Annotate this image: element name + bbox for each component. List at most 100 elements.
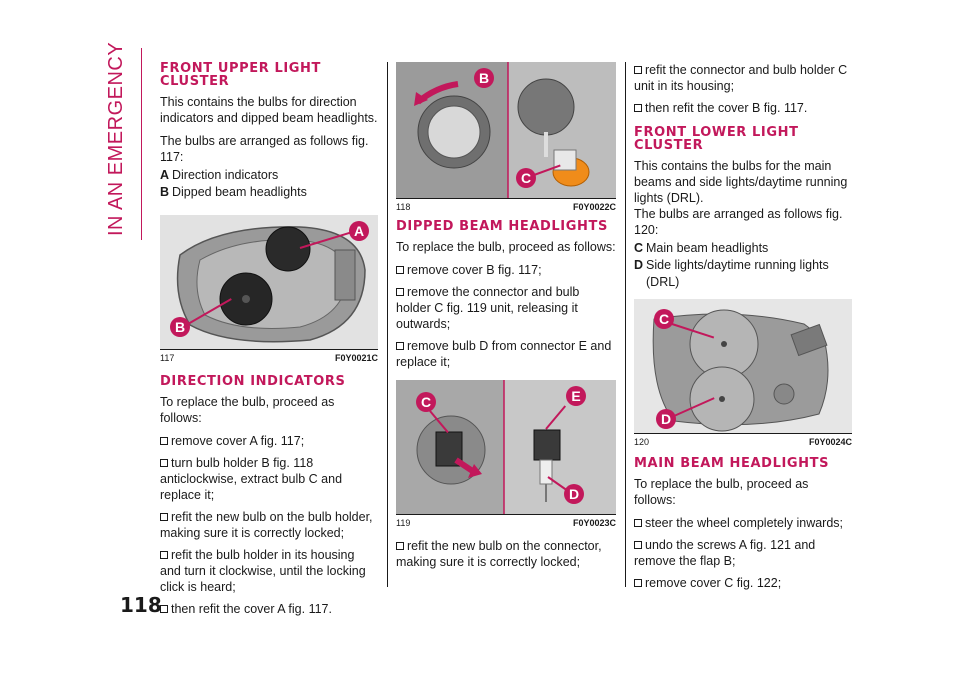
column-3: refit the connector and bulb holder C un…: [634, 62, 852, 597]
legend-text: Side lights/daytime running lights (DRL): [646, 258, 829, 289]
paragraph: To replace the bulb, proceed as follows:: [634, 477, 809, 507]
figure-caption: 120 F0Y0024C: [634, 433, 852, 447]
figure-119: C E D 119 F0Y0023C: [396, 380, 616, 528]
bullet-item: steer the wheel completely inwards;: [634, 515, 852, 531]
figure-119-image: C E D: [396, 380, 616, 514]
legend-key: C: [634, 241, 644, 255]
checkbox-bullet-icon: [160, 437, 168, 445]
bullet-item: then refit the cover B fig. 117.: [634, 100, 852, 116]
callout-label: C: [516, 168, 536, 188]
callout-label: B: [474, 68, 494, 88]
figure-number: 117: [160, 353, 175, 363]
figure-117: A B 117 F0Y0021C: [160, 215, 378, 363]
callout-label: E: [566, 386, 586, 406]
paragraph: To replace the bulb, proceed as follows:: [396, 240, 616, 254]
figure-code: F0Y0022C: [572, 202, 616, 212]
side-tab-rule: [141, 48, 142, 240]
connector-illustration: [396, 380, 616, 514]
heading-direction-indicators: DIRECTION INDICATORS: [160, 374, 346, 389]
figure-118: B C 118 F0Y0022C: [396, 62, 616, 212]
bullet-item: refit the new bulb on the connector, mak…: [396, 538, 616, 570]
callout-label: C: [416, 392, 436, 412]
legend-text: Main beam headlights: [646, 241, 769, 255]
figure-caption: 119 F0Y0023C: [396, 514, 616, 528]
bullet-item: remove the connector and bulb holder C f…: [396, 284, 616, 332]
figure-120: C D 120 F0Y0024C: [634, 299, 852, 447]
bullet-text: steer the wheel completely inwards;: [645, 516, 844, 530]
legend-key: D: [634, 258, 644, 272]
heading-front-upper-light-cluster: FRONT UPPER LIGHT CLUSTER: [160, 61, 321, 89]
figure-117-image: A B: [160, 215, 378, 349]
figure-number: 118: [396, 202, 411, 212]
heading-dipped-beam-headlights: DIPPED BEAM HEADLIGHTS: [396, 219, 608, 234]
paragraph: The bulbs are arranged as follows fig. 1…: [634, 207, 843, 237]
heading-main-beam-headlights: MAIN BEAM HEADLIGHTS: [634, 456, 830, 471]
checkbox-bullet-icon: [160, 551, 168, 559]
bullet-item: remove cover B fig. 117;: [396, 262, 616, 278]
paragraph: The bulbs are arranged as follows fig. 1…: [160, 134, 369, 164]
callout-label: D: [656, 409, 676, 429]
legend-text: Direction indicators: [172, 168, 279, 182]
callout-label: D: [564, 484, 584, 504]
figure-number: 120: [634, 437, 650, 447]
bullet-text: then refit the cover B fig. 117.: [645, 101, 808, 115]
page-number: 118: [120, 593, 162, 617]
checkbox-bullet-icon: [634, 541, 642, 549]
column-2: B C 118 F0Y0022C DIPPED BEAM HEADLIGHTS …: [396, 62, 616, 576]
headlamp-illustration: [160, 215, 378, 349]
bullet-item: undo the screws A fig. 121 and remove th…: [634, 537, 852, 569]
checkbox-bullet-icon: [160, 605, 168, 613]
bullet-item: refit the bulb holder in its housing and…: [160, 547, 378, 595]
column-1: FRONT UPPER LIGHT CLUSTER This contains …: [160, 62, 378, 623]
callout-label: C: [654, 309, 674, 329]
checkbox-bullet-icon: [160, 459, 168, 467]
figure-120-image: C D: [634, 299, 852, 433]
legend-text: Dipped beam headlights: [172, 185, 307, 199]
figure-caption: 117 F0Y0021C: [160, 349, 378, 363]
bullet-text: refit the new bulb on the bulb holder, m…: [160, 510, 373, 540]
bullet-item: remove bulb D from connector E and repla…: [396, 338, 616, 370]
figure-code: F0Y0023C: [572, 518, 616, 528]
checkbox-bullet-icon: [634, 519, 642, 527]
bullet-item: then refit the cover A fig. 117.: [160, 601, 378, 617]
bullet-text: undo the screws A fig. 121 and remove th…: [634, 538, 816, 568]
figure-caption: 118 F0Y0022C: [396, 198, 616, 212]
section-title-vertical: IN AN EMERGENCY: [105, 41, 127, 236]
bullet-text: remove bulb D from connector E and repla…: [396, 339, 612, 369]
bullet-text: remove cover B fig. 117;: [407, 263, 542, 277]
bullet-text: then refit the cover A fig. 117.: [171, 602, 332, 616]
callout-label: A: [349, 221, 369, 241]
checkbox-bullet-icon: [396, 288, 404, 296]
checkbox-bullet-icon: [396, 342, 404, 350]
bullet-text: remove cover A fig. 117;: [171, 434, 305, 448]
column-divider-2: [625, 62, 626, 587]
paragraph: This contains the bulbs for direction in…: [160, 95, 378, 125]
figure-code: F0Y0021C: [334, 353, 378, 363]
checkbox-bullet-icon: [634, 104, 642, 112]
paragraph: This contains the bulbs for the main bea…: [634, 159, 848, 205]
figure-code: F0Y0024C: [808, 437, 852, 447]
checkbox-bullet-icon: [160, 513, 168, 521]
bullet-text: refit the connector and bulb holder C un…: [634, 63, 848, 93]
figure-118-image: B C: [396, 62, 616, 198]
bullet-item: refit the new bulb on the bulb holder, m…: [160, 509, 378, 541]
figure-number: 119: [396, 518, 411, 528]
bullet-item: remove cover A fig. 117;: [160, 433, 378, 449]
column-divider-1: [387, 62, 388, 587]
callout-label: B: [170, 317, 190, 337]
heading-front-lower-light-cluster: FRONT LOWER LIGHT CLUSTER: [634, 125, 799, 153]
checkbox-bullet-icon: [396, 266, 404, 274]
bullet-item: remove cover C fig. 122;: [634, 575, 852, 591]
bullet-text: refit the bulb holder in its housing and…: [160, 548, 366, 594]
checkbox-bullet-icon: [634, 66, 642, 74]
bullet-item: refit the connector and bulb holder C un…: [634, 62, 852, 94]
paragraph: To replace the bulb, proceed as follows:: [160, 395, 335, 425]
bullet-text: turn bulb holder B fig. 118 anticlockwis…: [160, 456, 343, 502]
bullet-item: turn bulb holder B fig. 118 anticlockwis…: [160, 455, 378, 503]
legend-key: B: [160, 185, 170, 199]
checkbox-bullet-icon: [634, 579, 642, 587]
